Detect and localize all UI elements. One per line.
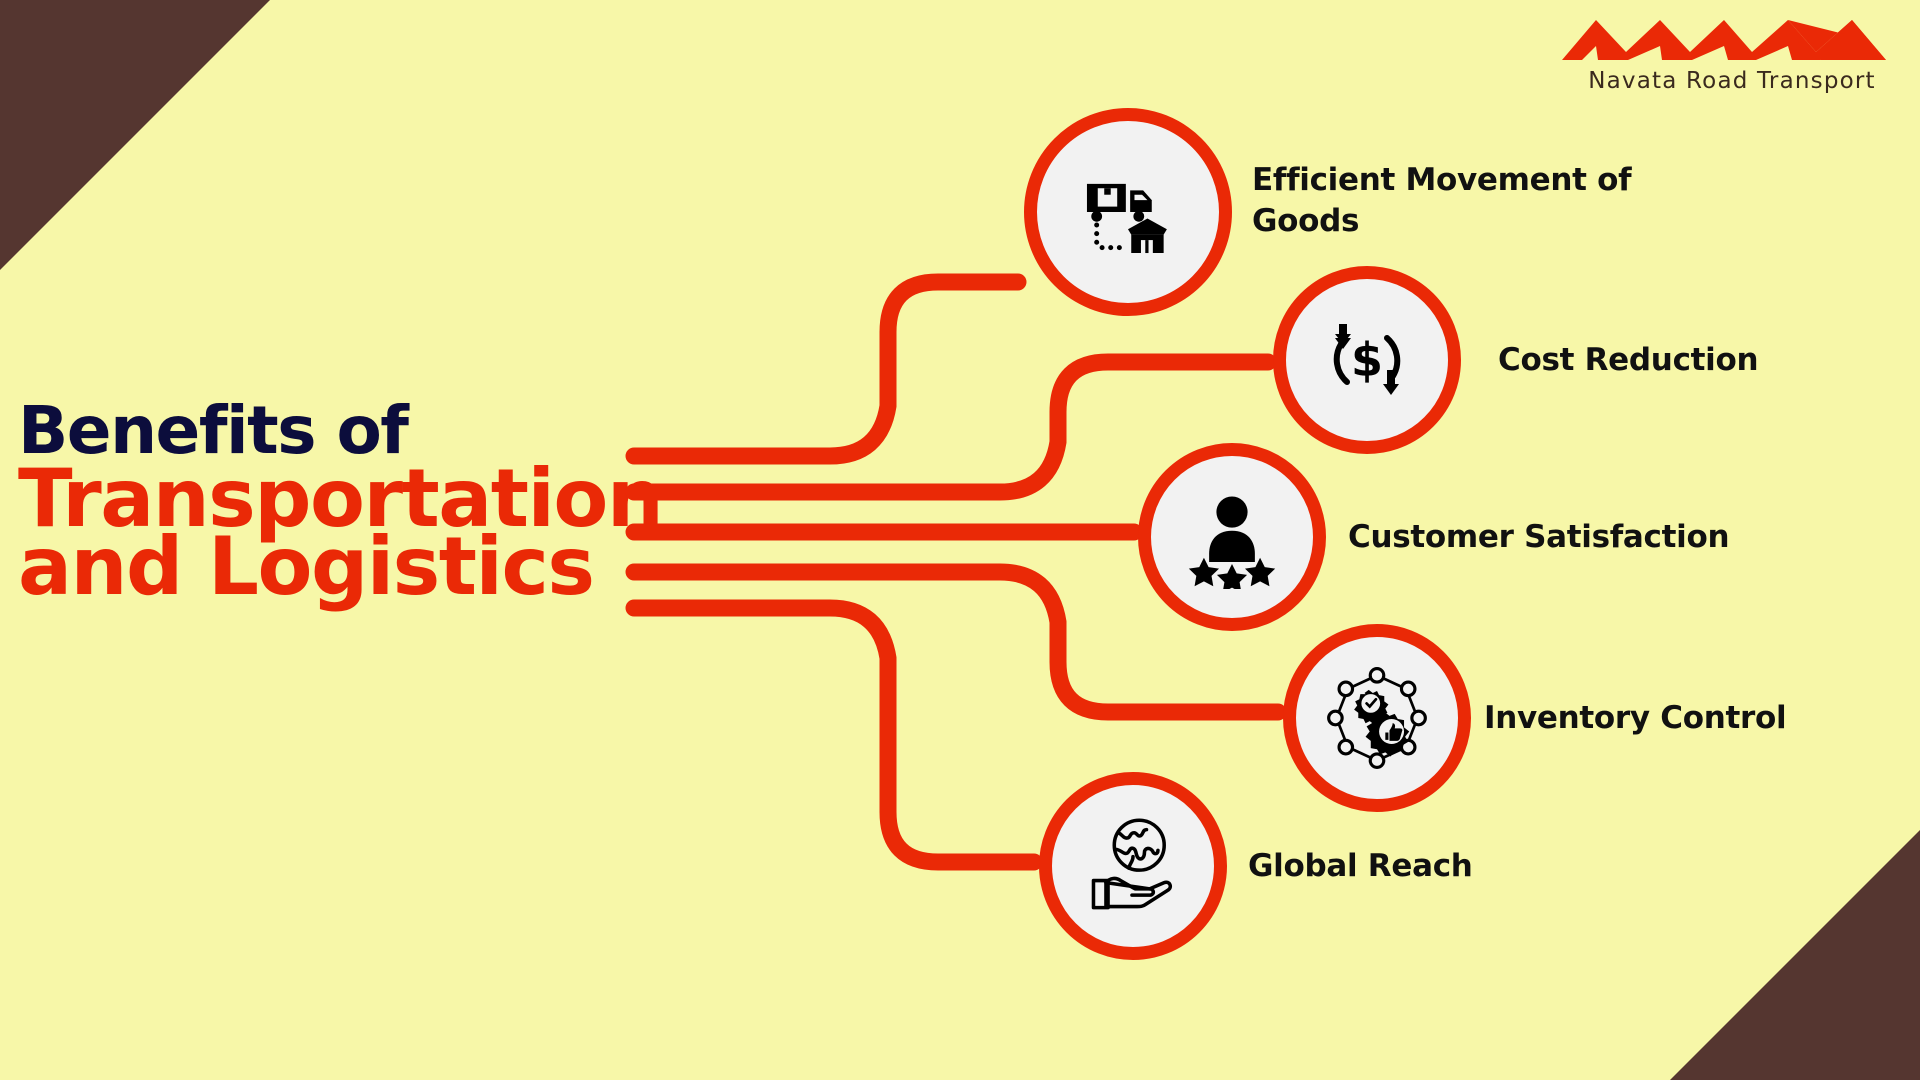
truck-delivery-to-house-icon [1074, 158, 1182, 266]
benefit-label-customer-satisfaction: Customer Satisfaction [1348, 519, 1730, 555]
svg-text:$: $ [1351, 333, 1383, 387]
benefit-icon-circle-efficient-movement-of-goods[interactable] [1024, 108, 1232, 316]
headline-line-1: Benefits of [18, 392, 409, 469]
benefit-icon-circle-inventory-control[interactable] [1283, 624, 1471, 812]
headline-line-2: Transportation [18, 452, 664, 546]
benefit-label-cost-reduction: Cost Reduction [1498, 342, 1759, 378]
globe-in-hand-icon [1081, 814, 1185, 918]
navata-zigzag-logo [1562, 20, 1886, 60]
benefit-icon-circle-cost-reduction[interactable]: $ [1273, 266, 1461, 454]
corner-wedge-bottom-right [1670, 830, 1920, 1080]
benefit-icon-circle-customer-satisfaction[interactable] [1138, 443, 1326, 631]
benefit-node-customer-satisfaction[interactable] [1138, 443, 1326, 631]
headline-line-3: and Logistics [18, 520, 595, 614]
benefit-label-efficient-movement-of-goods: Efficient Movement of Goods [1252, 162, 1632, 239]
page-title: Benefits of Transportation and Logistics [18, 392, 664, 614]
brand-name: Navata Road Transport [1588, 68, 1876, 94]
person-three-stars-icon [1180, 485, 1284, 589]
dollar-cycle-down-arrows-icon: $ [1317, 310, 1417, 410]
brand-logo: Navata Road Transport [1552, 8, 1912, 94]
benefit-icon-circle-global-reach[interactable] [1039, 772, 1227, 960]
connector-path-1 [625, 273, 1027, 465]
benefit-label-inventory-control: Inventory Control [1484, 700, 1787, 736]
gears-network-nodes-icon [1325, 666, 1429, 770]
benefit-node-global-reach[interactable] [1039, 772, 1227, 960]
connector-path-5 [625, 599, 1043, 871]
benefit-node-cost-reduction[interactable]: $ [1273, 266, 1461, 454]
benefit-node-inventory-control[interactable] [1283, 624, 1471, 812]
corner-wedge-top-left [0, 0, 270, 270]
benefit-label-global-reach: Global Reach [1248, 848, 1473, 884]
benefit-node-efficient-movement-of-goods[interactable] [1024, 108, 1232, 316]
